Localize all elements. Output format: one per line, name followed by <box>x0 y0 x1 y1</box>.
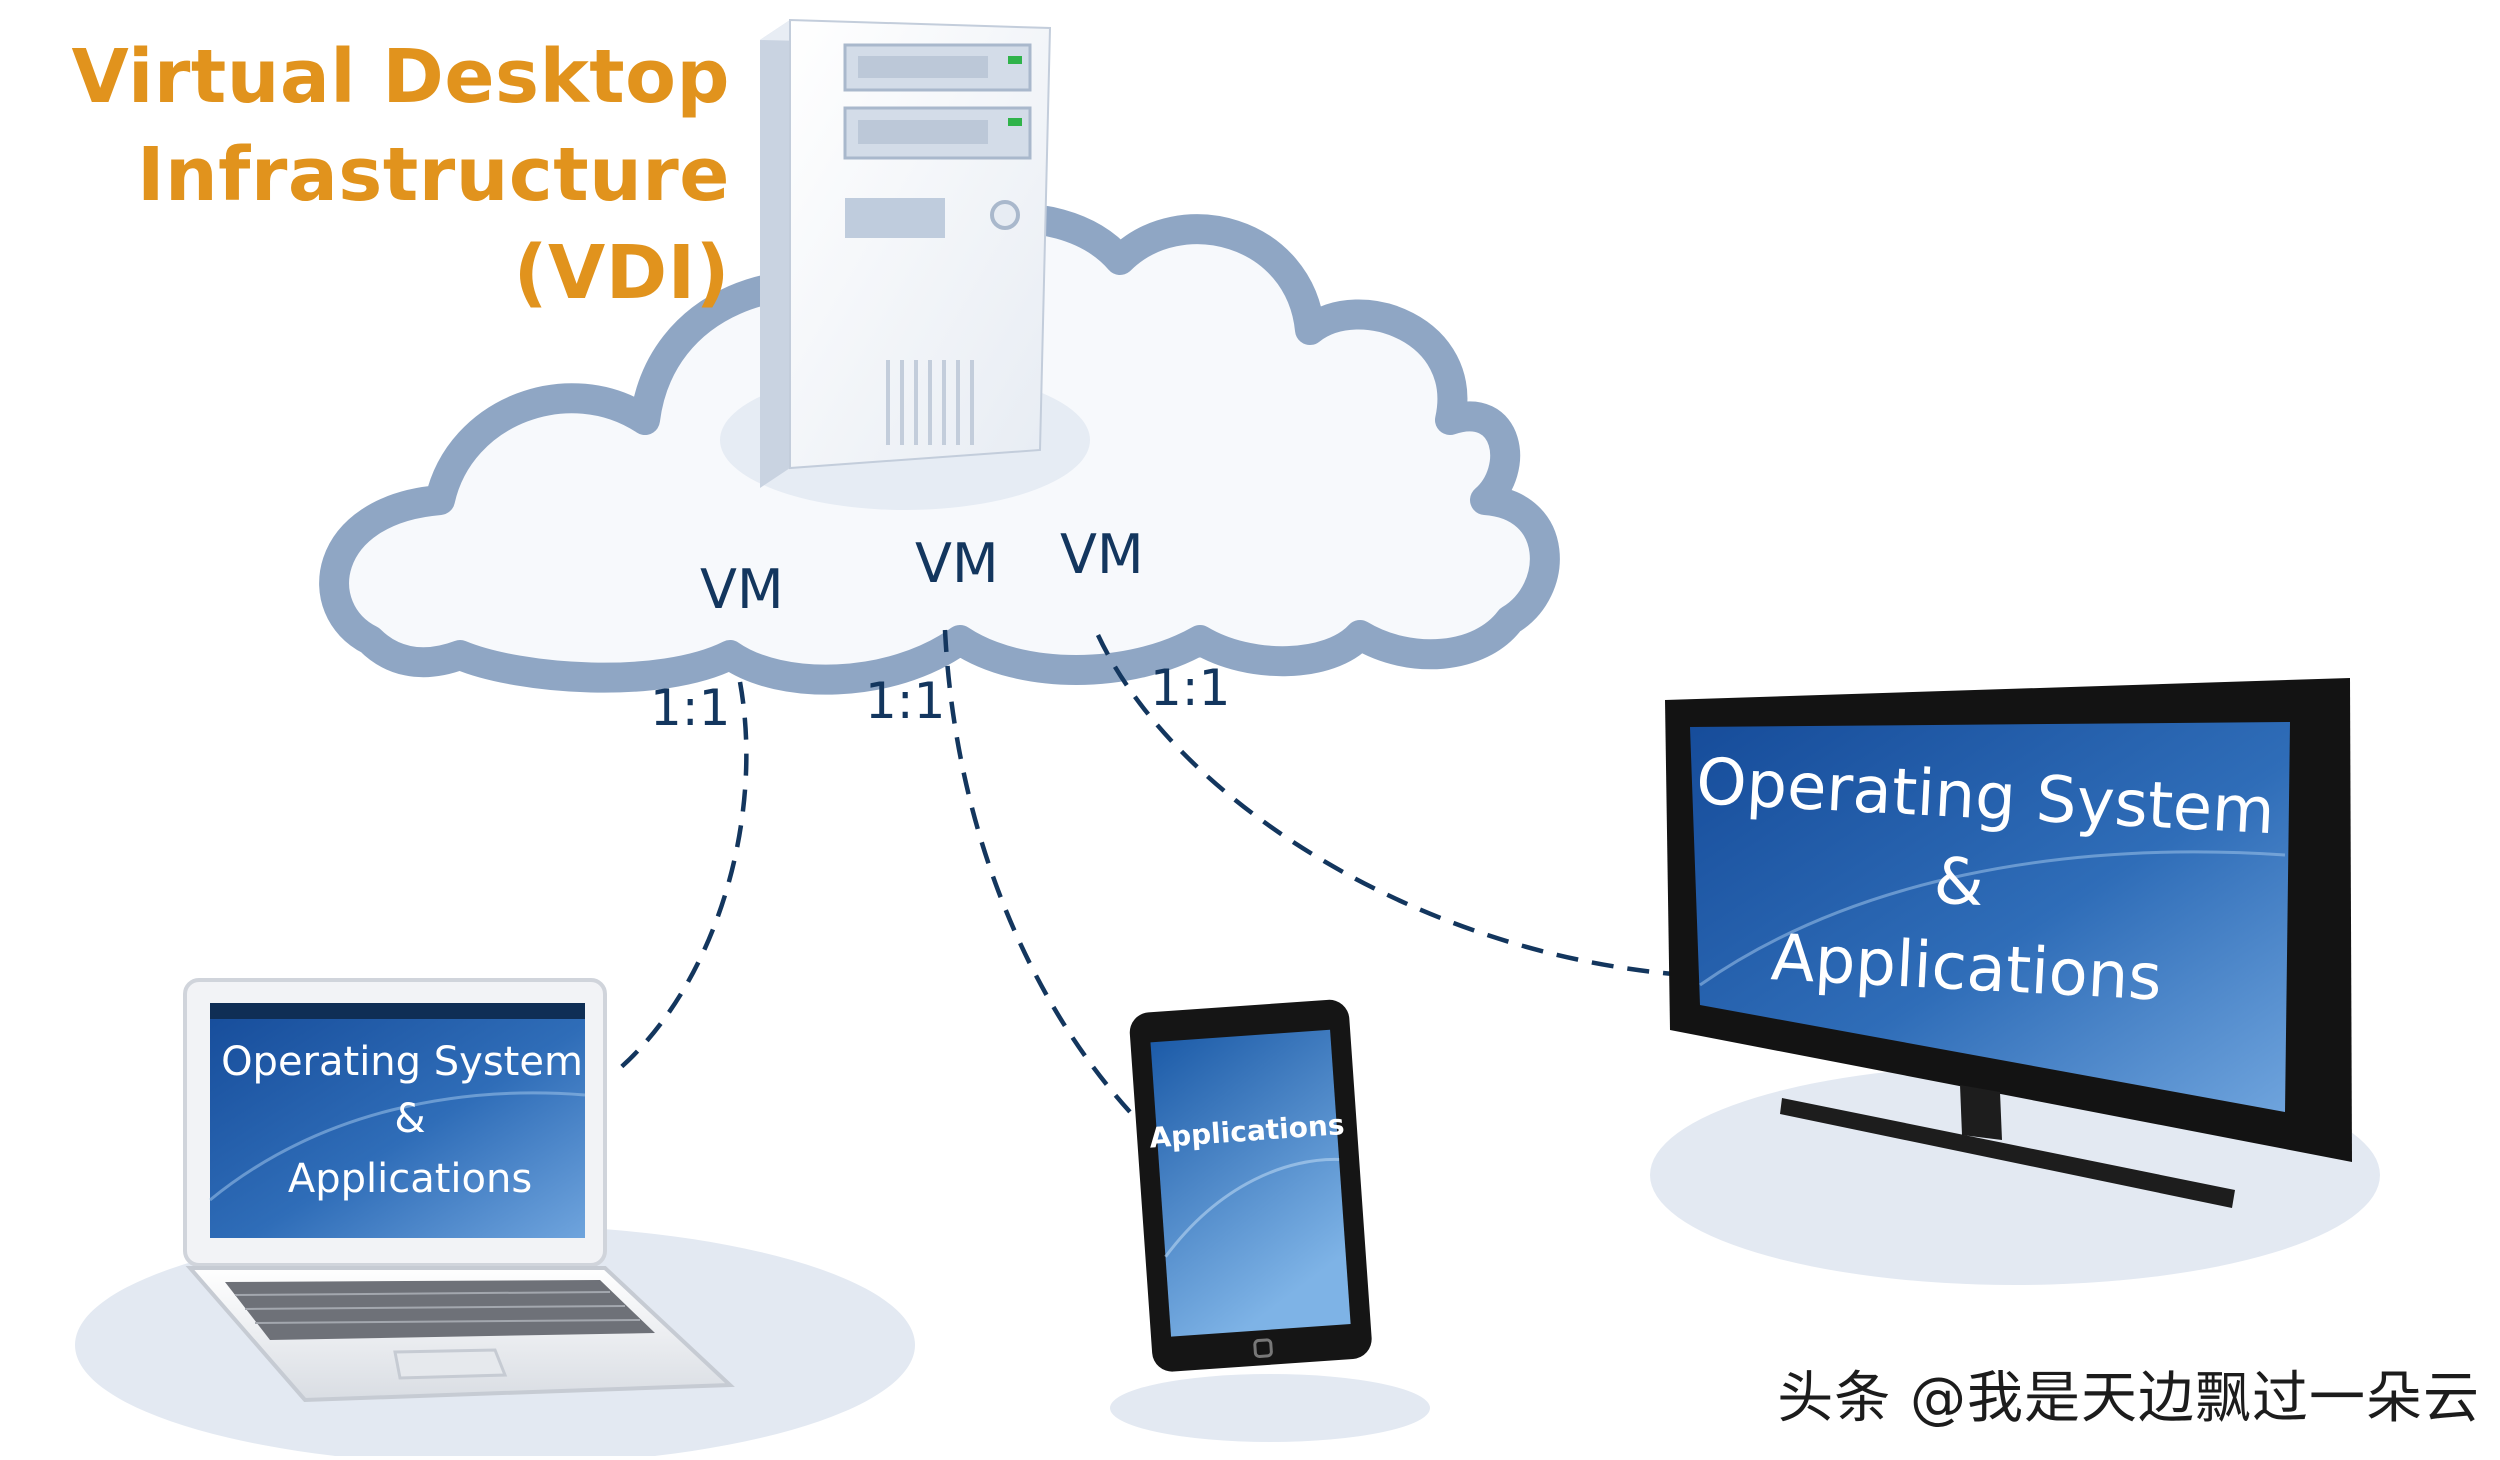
laptop-screen-swoosh <box>209 1091 586 1202</box>
server-panel <box>845 198 945 238</box>
connector-laptop <box>610 681 749 1077</box>
laptop: Operating System & Applications <box>183 978 735 1403</box>
tablet: Applications <box>1129 999 1372 1372</box>
tablet-screen-swoosh <box>1164 1157 1340 1258</box>
laptop-screen <box>210 1003 585 1238</box>
laptop-text-line2: & <box>394 1096 425 1142</box>
connectors <box>610 629 1686 1130</box>
laptop-keys <box>234 1291 641 1324</box>
tv-stand-base <box>1780 1098 2235 1208</box>
connector-tv <box>1095 634 1686 978</box>
ratio-label-1: 1:1 <box>650 679 730 737</box>
tv-screen-swoosh <box>1699 850 2286 987</box>
vm-label-1: VM <box>700 558 784 621</box>
server-side <box>760 20 790 488</box>
tablet-home-button <box>1253 1338 1273 1358</box>
laptop-text-line1: Operating System <box>221 1039 583 1085</box>
server-vents <box>886 360 974 445</box>
watermark: 头条 @我是天边飘过一朵云 <box>1777 1366 2480 1431</box>
vm-labels: VM VM VM <box>700 523 1144 621</box>
tablet-shadow <box>1110 1374 1430 1442</box>
laptop-keyboard <box>225 1280 655 1340</box>
laptop-text-line3: Applications <box>288 1156 532 1202</box>
drive-bay-2-slot <box>858 120 988 144</box>
tv: Operating System & Applications <box>1665 678 2352 1208</box>
server-tower <box>760 18 1052 488</box>
diagram-title: Virtual Desktop Infrastructure (VDI) <box>0 28 730 322</box>
title-line-1: Virtual Desktop <box>71 34 730 120</box>
drive-bay-2-led <box>1008 118 1022 126</box>
tv-stand-neck <box>1960 1085 2002 1140</box>
ratio-label-2: 1:1 <box>865 672 945 730</box>
vm-label-3: VM <box>1060 523 1144 586</box>
vm-label-2: VM <box>915 532 999 595</box>
connector-tablet <box>942 629 1147 1130</box>
drive-bay-1-slot <box>858 56 988 78</box>
ratio-label-3: 1:1 <box>1150 659 1230 717</box>
laptop-touchpad <box>393 1348 508 1380</box>
power-button <box>990 200 1020 230</box>
title-line-2: Infrastructure (VDI) <box>136 132 730 316</box>
laptop-screen-top <box>210 1003 585 1019</box>
tv-text-line2: & <box>1932 845 1986 922</box>
drive-bay-1-led <box>1008 56 1022 64</box>
tv-screen <box>1690 722 2290 1112</box>
ratio-labels: 1:1 1:1 1:1 <box>650 659 1230 737</box>
